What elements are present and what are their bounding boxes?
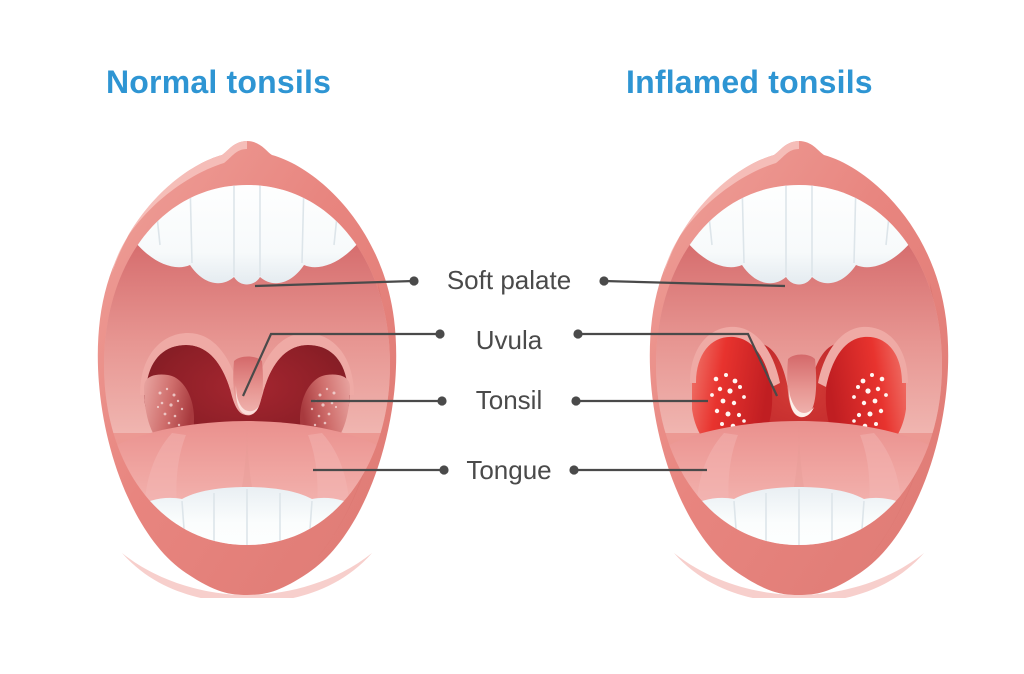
leader-line-soft-palate-left: [254, 279, 415, 288]
label-uvula: Uvula: [476, 325, 543, 355]
panel-title-inflamed: Inflamed tonsils: [626, 64, 873, 100]
palatine-arch-left-normal: [140, 333, 238, 395]
label-group-tongue: Tongue: [313, 455, 707, 485]
palatine-arch-right-inflamed: [818, 326, 908, 387]
mouth-diagram-normal: [97, 141, 397, 598]
label-group-tonsil: Tonsil: [311, 385, 708, 415]
leader-dot-tongue-right: [569, 465, 579, 475]
label-group-soft-palate: Soft palate: [254, 265, 786, 295]
leader-dot-tongue-left: [439, 465, 449, 475]
mouth-diagram-inflamed: [649, 141, 949, 598]
tonsil-speckles-normal: [156, 387, 338, 427]
leader-dot-uvula-right: [573, 329, 583, 339]
tonsil-speckles-inflamed: [710, 373, 888, 439]
palatine-arch-right-normal: [256, 333, 354, 395]
leader-dot-tonsil-left: [437, 396, 447, 406]
leader-line-uvula-right: [578, 332, 778, 397]
leader-dot-tonsil-right: [571, 396, 581, 406]
palatine-arch-left-inflamed: [690, 326, 780, 387]
leader-dot-uvula-left: [435, 329, 445, 339]
label-group-uvula: Uvula: [241, 325, 778, 397]
leader-line-uvula-left: [241, 332, 440, 397]
label-soft-palate: Soft palate: [447, 265, 571, 295]
label-tongue: Tongue: [466, 455, 551, 485]
leader-dot-soft-palate-left: [409, 276, 419, 286]
label-tonsil: Tonsil: [476, 385, 542, 415]
uvula-inflamed: [787, 354, 817, 418]
leader-dot-soft-palate-right: [599, 276, 609, 286]
panel-title-normal: Normal tonsils: [106, 64, 332, 100]
leader-line-soft-palate-right: [603, 279, 786, 288]
